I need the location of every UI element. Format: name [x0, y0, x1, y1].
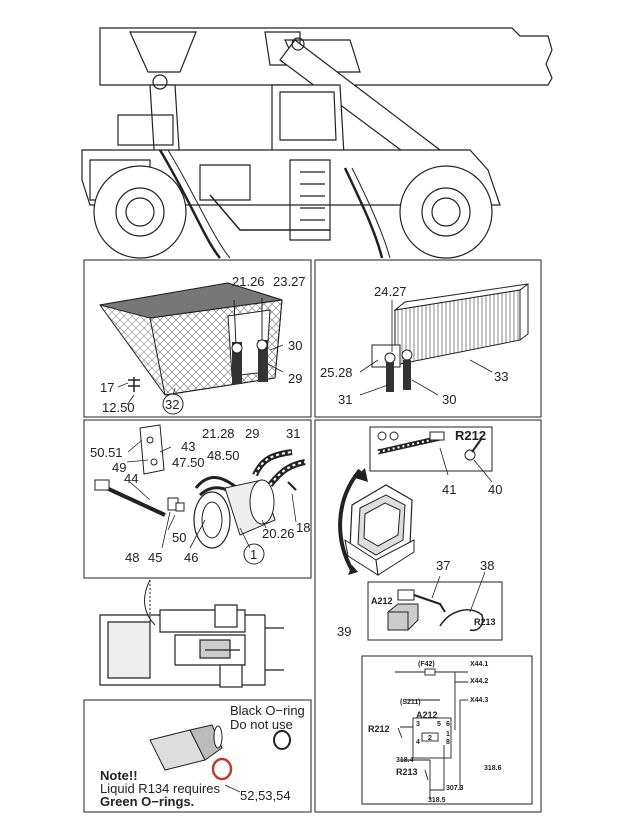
panel-compressor: 50.51 43 21.28 29 31 49 47.50 48.50 44 1… — [83, 419, 312, 579]
callout: 12.50 — [102, 400, 135, 415]
note-title: Note!! — [100, 768, 138, 783]
panel-cab-electrical: R212 41 40 37 38 A212 R213 39 — [314, 419, 542, 813]
note-text: Green O−rings. — [100, 794, 194, 809]
callout: 38 — [480, 558, 494, 573]
callout: 23.27 — [273, 274, 306, 289]
schematic-label: A212 — [416, 710, 438, 720]
callout: 47.50 — [172, 455, 205, 470]
schematic-wire: 318.4 — [396, 757, 414, 764]
note-text: Do not use — [230, 717, 293, 732]
schematic-pin: 1 — [446, 731, 450, 738]
callout: 29 — [245, 426, 259, 441]
note-text: Liquid R134 requires — [100, 781, 220, 796]
callout: 37 — [436, 558, 450, 573]
callout: 18 — [296, 520, 310, 535]
callout: 43 — [181, 439, 195, 454]
callout: 30 — [288, 338, 302, 353]
schematic-label: (F42) — [418, 661, 435, 668]
note-text: Black O−ring — [230, 703, 305, 718]
schematic-label: R212 — [368, 724, 390, 734]
callout: R213 — [474, 617, 496, 627]
callout-circle — [162, 393, 184, 415]
callout: 41 — [442, 482, 456, 497]
schematic-pin: 4 — [416, 739, 420, 746]
callout: 21.26 — [232, 274, 265, 289]
schematic-label: X44.3 — [470, 697, 488, 704]
wiring-schematic — [395, 668, 468, 800]
callout: 48 — [125, 550, 139, 565]
schematic-wire: 307.3 — [446, 785, 464, 792]
panel-condenser: 24.27 25.28 33 31 30 — [314, 259, 542, 418]
callout: 50 — [172, 530, 186, 545]
callout-circle — [243, 543, 265, 565]
schematic-wire: 318.5 — [428, 797, 446, 804]
callout: 31 — [286, 426, 300, 441]
green-o-ring-icon — [211, 757, 233, 781]
callout: 17 — [100, 380, 114, 395]
schematic-label: R213 — [396, 767, 418, 777]
callout: 46 — [184, 550, 198, 565]
callout: 20.26 — [262, 526, 295, 541]
callout: 1 — [250, 547, 257, 562]
callout: R212 — [455, 428, 486, 443]
panel-evaporator: 21.26 23.27 30 29 17 12.50 32 — [83, 259, 312, 418]
callout: A212 — [371, 596, 393, 606]
black-o-ring-icon — [273, 730, 291, 750]
callout: 21.28 — [202, 426, 235, 441]
callout: 24.27 — [374, 284, 407, 299]
schematic-pin: 3 — [416, 721, 420, 728]
callout: 31 — [338, 392, 352, 407]
schematic-pin: 5 — [437, 721, 441, 728]
callout: 25.28 — [320, 365, 353, 380]
callout: 39 — [337, 624, 351, 639]
schematic-pin: 8 — [446, 739, 450, 746]
callout: 50.51 — [90, 445, 123, 460]
schematic-label: X44.2 — [470, 678, 488, 685]
callout: 48.50 — [207, 448, 240, 463]
engine-detail — [99, 579, 284, 688]
callout: 52,53,54 — [240, 788, 291, 803]
callout: 40 — [488, 482, 502, 497]
schematic-pin: 6 — [446, 721, 450, 728]
callout: 33 — [494, 369, 508, 384]
schematic-wire: 318.6 — [484, 765, 502, 772]
callout: 45 — [148, 550, 162, 565]
schematic-pin: 2 — [428, 735, 432, 742]
callout: 29 — [288, 371, 302, 386]
callout: 44 — [124, 471, 138, 486]
callout: 30 — [442, 392, 456, 407]
callout: 32 — [165, 397, 179, 412]
callout: 49 — [112, 460, 126, 475]
schematic-label: X44.1 — [470, 661, 488, 668]
panel-oring-note: Black O−ring Do not use Note!! Liquid R1… — [83, 699, 312, 813]
reach-stacker-truck — [81, 27, 553, 259]
schematic-label: (S211) — [400, 699, 421, 706]
